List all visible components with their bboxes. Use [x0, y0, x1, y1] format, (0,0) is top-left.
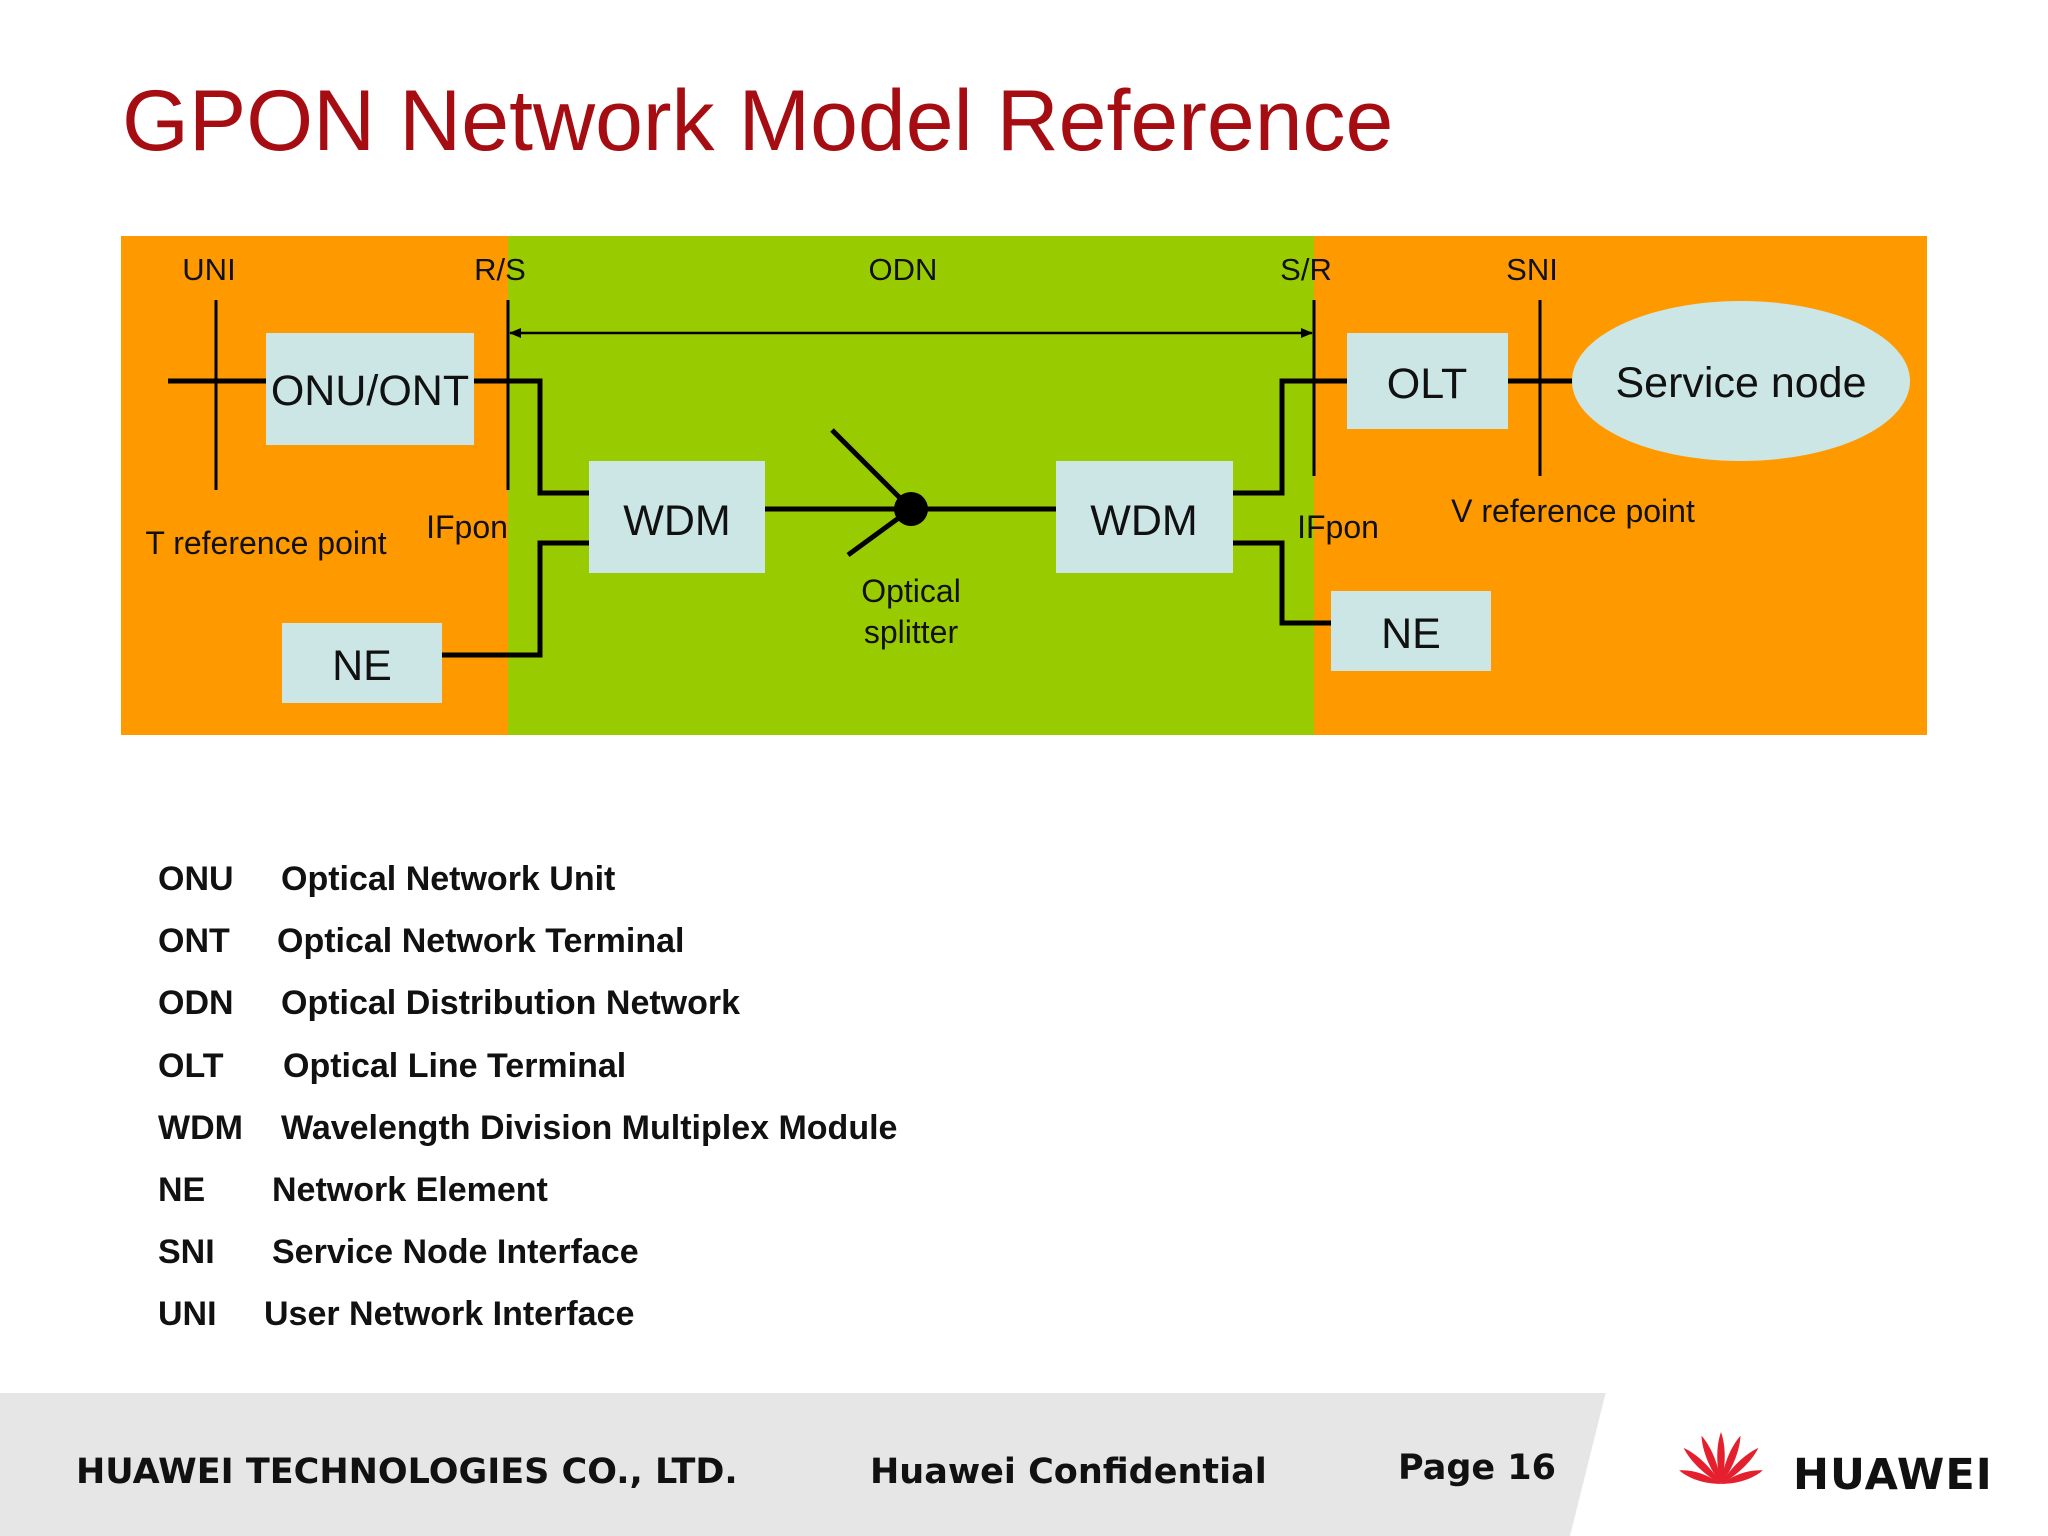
glossary-definition: User Network Interface	[264, 1295, 635, 1334]
wdm-right-box	[1056, 461, 1233, 573]
wdm-to-ne-line	[1233, 540, 1331, 626]
optical-splitter-label-line1: Optical	[861, 573, 961, 609]
ne-left-box	[282, 623, 442, 703]
wdm-right-label: WDM	[1090, 497, 1197, 545]
glossary-definition: Network Element	[272, 1170, 548, 1209]
label-sni: SNI	[1506, 252, 1558, 287]
gpon-network-diagram: UNI R/S ODN S/R SNI ONU/ONT WDM NE WDM O…	[121, 236, 1927, 735]
splitter-node	[894, 492, 928, 526]
glossary-abbr: UNI	[158, 1295, 217, 1334]
onu-ont-box	[266, 333, 474, 445]
label-rs: R/S	[474, 252, 526, 287]
ifpon-right-label: IFpon	[1297, 509, 1379, 545]
service-node-ellipse	[1572, 301, 1910, 461]
glossary-definition: Optical Line Terminal	[283, 1046, 627, 1085]
glossary-abbr: WDM	[158, 1108, 243, 1147]
olt-label: OLT	[1387, 360, 1467, 408]
splitter-branch-upper	[830, 428, 913, 511]
footer-page-number: Page 16	[1398, 1448, 1557, 1488]
glossary-abbr: SNI	[158, 1233, 215, 1272]
ne-left-label: NE	[332, 642, 392, 690]
optical-splitter-label-line2: splitter	[864, 614, 959, 650]
glossary-definition: Service Node Interface	[272, 1233, 639, 1272]
label-uni: UNI	[182, 252, 235, 287]
service-node-label: Service node	[1616, 359, 1867, 407]
huawei-petal-logo-icon	[1679, 1432, 1763, 1484]
olt-box	[1347, 333, 1508, 429]
ifpon-left-label: IFpon	[426, 509, 508, 545]
glossary-definition: Optical Network Terminal	[277, 922, 685, 961]
footer-bar	[0, 1393, 2048, 1536]
onu-ont-label: ONU/ONT	[271, 367, 469, 415]
ne-right-label: NE	[1381, 610, 1441, 658]
v-reference-point-label: V reference point	[1451, 493, 1695, 529]
ne-right-box	[1331, 591, 1491, 671]
wdm-left-label: WDM	[623, 497, 730, 545]
glossary-abbr: ODN	[158, 984, 234, 1023]
glossary-abbr: OLT	[158, 1046, 224, 1085]
glossary-definition: Optical Distribution Network	[281, 984, 741, 1023]
wdm-left-box	[589, 461, 765, 573]
glossary-abbr: ONU	[158, 860, 234, 898]
ne-to-wdm-line	[442, 540, 589, 658]
glossary-abbr: ONT	[158, 922, 230, 961]
label-sr: S/R	[1280, 252, 1332, 287]
huawei-brand-text: HUAWEI	[1793, 1450, 1993, 1500]
glossary-definition: Optical Network Unit	[281, 860, 616, 898]
slide-title: GPON Network Model Reference	[122, 73, 1394, 169]
footer-company: HUAWEI TECHNOLOGIES CO., LTD.	[76, 1452, 738, 1492]
wdm-to-olt-line	[1233, 378, 1347, 496]
footer-confidential: Huawei Confidential	[870, 1452, 1267, 1492]
label-odn: ODN	[869, 252, 938, 287]
onu-to-wdm-line	[474, 378, 589, 496]
t-reference-point-label: T reference point	[145, 525, 386, 561]
glossary-abbr: NE	[158, 1170, 206, 1209]
glossary-definition: Wavelength Division Multiplex Module	[281, 1108, 898, 1147]
